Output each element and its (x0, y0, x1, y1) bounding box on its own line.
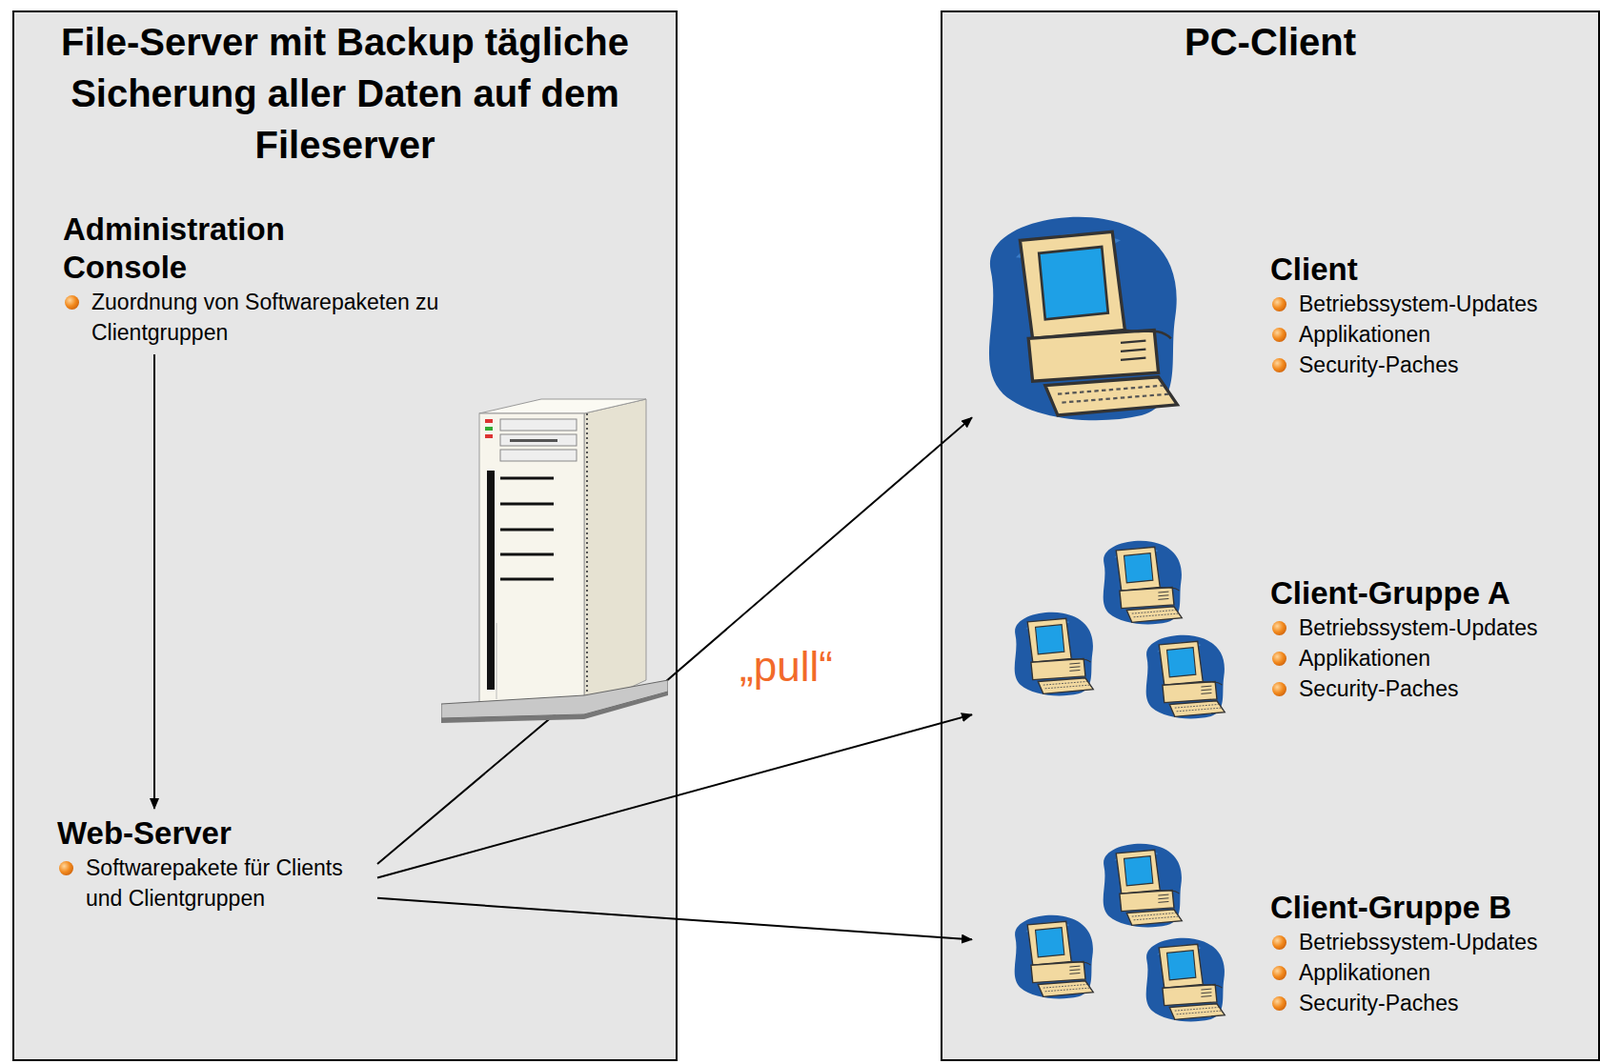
client-group: ClientBetriebssystem-UpdatesApplikatione… (973, 210, 1594, 425)
connector-arrow (377, 714, 973, 878)
bullet-item: Security-Paches (1270, 673, 1539, 705)
text-column: Client-Gruppe ABetriebssystem-UpdatesApp… (1270, 574, 1539, 705)
connector-arrow (377, 898, 973, 941)
item-text: Security-Paches (1298, 676, 1459, 702)
text-block: Administration ConsoleZuordnung von Soft… (59, 206, 444, 352)
item-text: Security-Paches (1298, 991, 1459, 1016)
panel-heading: File-Server mit Backup tägliche Sicherun… (14, 16, 676, 171)
bullet-item: Security-Paches (1270, 349, 1539, 381)
connector-arrow (153, 354, 156, 810)
client-group: Client-Gruppe ABetriebssystem-UpdatesApp… (973, 538, 1594, 725)
item-text: Applikationen (1298, 322, 1431, 347)
block-heading: Administration Console (62, 210, 349, 287)
pc-icon (973, 210, 1184, 425)
item-text: Applikationen (1298, 646, 1431, 671)
bullet-item: Applikationen (1270, 957, 1539, 989)
client-group: Client-Gruppe BBetriebssystem-UpdatesApp… (973, 841, 1594, 1028)
bullet-item: Betriebssystem-Updates (1270, 288, 1539, 320)
bullet-dot (64, 295, 80, 310)
pc-icon (1008, 609, 1096, 698)
bullet-item: Security-Paches (1270, 988, 1539, 1019)
text-column: Client-Gruppe BBetriebssystem-UpdatesApp… (1270, 889, 1539, 1019)
bullet-dot (1272, 935, 1287, 951)
server-tower (441, 394, 669, 740)
bullet-item: Applikationen (1270, 319, 1539, 350)
block-heading: Client (1270, 250, 1539, 289)
item-text: Betriebssystem-Updates (1298, 291, 1539, 317)
bullet-item: Softwarepakete für Clients und Clientgru… (57, 852, 372, 914)
panel-box: PC-ClientClientBetriebssystem-UpdatesApp… (940, 10, 1600, 1062)
pc-icon (1139, 632, 1228, 721)
pc-icon (1096, 841, 1185, 930)
bullet-dot (59, 861, 74, 876)
bullet-item: Betriebssystem-Updates (1270, 927, 1539, 958)
panel-box: File-Server mit Backup tägliche Sicherun… (12, 10, 678, 1062)
bullet-dot (1272, 682, 1287, 697)
text-column: ClientBetriebssystem-UpdatesApplikatione… (1270, 250, 1539, 381)
block-heading: Web-Server (57, 814, 344, 853)
bullet-item: Betriebssystem-Updates (1270, 612, 1539, 644)
bullet-dot (1272, 651, 1287, 667)
item-text: Softwarepakete für Clients und Clientgru… (85, 855, 344, 912)
bullet-dot (1272, 621, 1287, 636)
item-text: Applikationen (1298, 960, 1431, 986)
text-block: Web-ServerSoftwarepakete für Clients und… (53, 810, 376, 918)
bullet-dot (1272, 327, 1287, 343)
item-text: Betriebssystem-Updates (1298, 930, 1539, 955)
bullet-dot (1272, 297, 1287, 312)
bullet-item: Applikationen (1270, 643, 1539, 674)
bullet-dot (1272, 966, 1287, 981)
pc-icon (1008, 912, 1096, 1001)
item-text: Security-Paches (1298, 352, 1459, 378)
block-heading: Client-Gruppe B (1270, 889, 1539, 928)
flow-label: „pull“ (736, 644, 836, 690)
pc-icon (1139, 935, 1228, 1024)
bullet-dot (1272, 358, 1287, 373)
bullet-dot (1272, 996, 1287, 1012)
item-text: Betriebssystem-Updates (1298, 615, 1539, 641)
block-heading: Client-Gruppe A (1270, 574, 1539, 613)
bullet-item: Zuordnung von Softwarepaketen zu Clientg… (62, 286, 440, 348)
pc-icon (1096, 538, 1185, 627)
panel-heading: PC-Client (942, 16, 1599, 68)
item-text: Zuordnung von Softwarepaketen zu Clientg… (91, 289, 439, 345)
